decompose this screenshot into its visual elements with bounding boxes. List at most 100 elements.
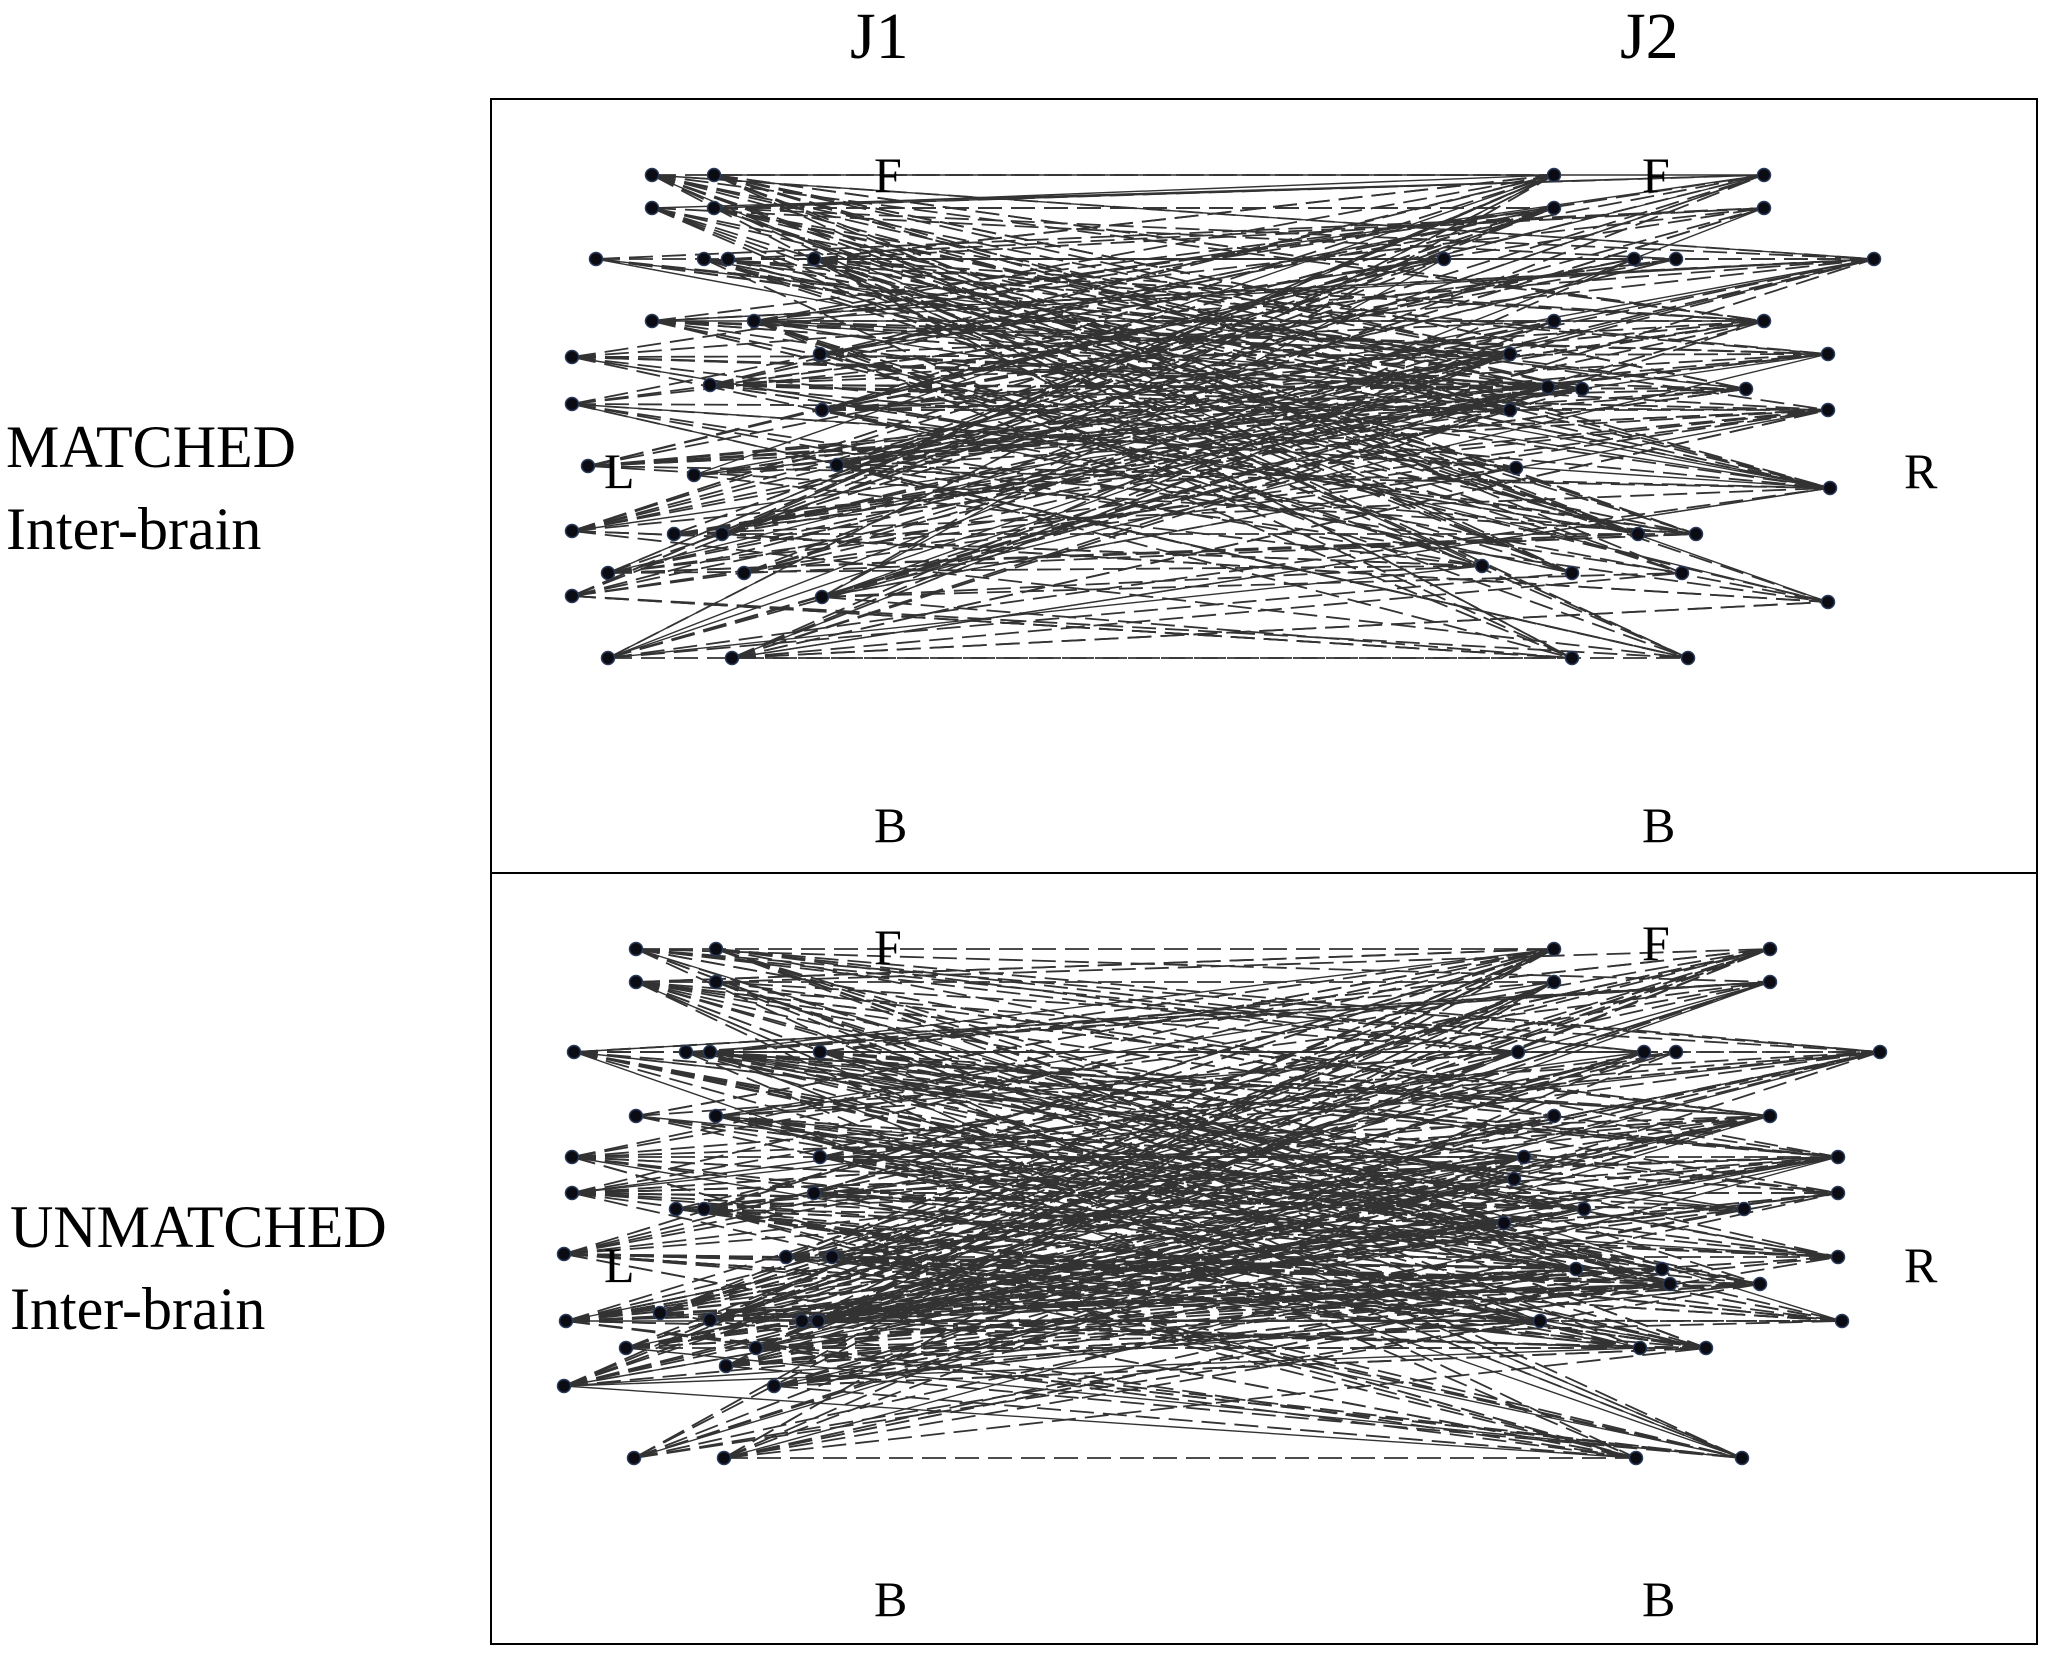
electrode-node	[652, 1305, 668, 1321]
inter-brain-connection	[651, 174, 1875, 260]
inter-brain-connection	[595, 258, 1511, 355]
inter-brain-connection	[813, 174, 1555, 260]
inter-brain-connection	[801, 1320, 1641, 1349]
electrode-node	[806, 1185, 822, 1201]
inter-brain-connection	[607, 207, 1765, 659]
inter-brain-connection	[635, 981, 1771, 1117]
electrode-node	[706, 200, 722, 216]
unmatched-panel: F F B B L R	[490, 872, 2038, 1645]
electrode-node	[708, 1108, 724, 1124]
inter-brain-connection	[821, 174, 1765, 411]
inter-brain-connection	[836, 388, 1583, 466]
electrode-node	[778, 1249, 794, 1265]
inter-brain-connection	[565, 1320, 1707, 1349]
inter-brain-connection	[625, 1115, 1771, 1349]
inter-brain-connection	[571, 1156, 1637, 1459]
inter-brain-connection	[635, 948, 1505, 1224]
inter-brain-connection	[721, 207, 1765, 535]
inter-brain-connection	[635, 948, 1743, 1459]
inter-brain-connection	[703, 1156, 1525, 1210]
electrode-node	[628, 1108, 644, 1124]
electrode-node	[814, 589, 830, 605]
inter-brain-connection	[633, 1192, 1839, 1459]
inter-brain-connection	[675, 1208, 1839, 1258]
electrode-node	[564, 1149, 580, 1165]
inter-brain-connection	[563, 1253, 1541, 1322]
inter-brain-connection	[709, 981, 1771, 1053]
inter-brain-connection	[713, 174, 1747, 390]
inter-brain-connection	[709, 1319, 1843, 1322]
inter-brain-connection	[715, 981, 1577, 1270]
electrode-node	[794, 1313, 810, 1329]
electrode-node	[1516, 1149, 1532, 1165]
inter-brain-connection	[813, 258, 1573, 574]
inter-brain-connection	[571, 1115, 1771, 1194]
inter-brain-connection	[753, 207, 1555, 322]
inter-brain-connection	[659, 981, 1555, 1314]
inter-brain-connection	[659, 1051, 1519, 1314]
inter-brain-connection	[819, 1051, 1881, 1158]
electrode-node	[626, 1450, 642, 1466]
electrode-node	[714, 526, 730, 542]
inter-brain-connection	[715, 948, 1839, 1158]
inter-brain-connection	[571, 1192, 1743, 1459]
inter-brain-connection	[836, 464, 1573, 659]
inter-brain-connection	[635, 948, 1707, 1349]
electrode-node	[1546, 1108, 1562, 1124]
inter-brain-connection	[571, 356, 1573, 574]
electrode-node	[724, 650, 740, 666]
electrode-node	[1822, 480, 1838, 496]
inter-brain-connection	[563, 1253, 1671, 1285]
inter-brain-connection	[713, 174, 1511, 411]
inter-brain-connection	[773, 1268, 1577, 1387]
electrode-node	[1630, 526, 1646, 542]
inter-brain-connection	[709, 948, 1555, 1053]
matched-nodes	[564, 167, 1882, 666]
inter-brain-connection	[755, 1347, 1743, 1459]
inter-brain-connection	[673, 388, 1747, 535]
electrode-node	[666, 526, 682, 542]
inter-brain-connection	[819, 1051, 1771, 1117]
electrode-node	[746, 313, 762, 329]
inter-brain-connection	[731, 572, 1683, 659]
j1-front-label: F	[874, 147, 902, 203]
electrode-node	[564, 523, 580, 539]
inter-brain-connection	[651, 320, 1583, 390]
inter-brain-connection	[635, 948, 1555, 1117]
electrode-node	[1546, 167, 1562, 183]
inter-brain-connection	[819, 1051, 1515, 1180]
inter-brain-connection	[821, 572, 1683, 598]
inter-brain-connection	[571, 1156, 1707, 1349]
electrode-node	[1502, 402, 1518, 418]
electrode-node	[1636, 1044, 1652, 1060]
row-label-matched: MATCHED Inter-brain	[6, 406, 296, 570]
inter-brain-connection	[571, 403, 1483, 567]
inter-brain-connection	[725, 1115, 1555, 1367]
electrode-node	[766, 1378, 782, 1394]
inter-brain-connection	[571, 948, 1555, 1158]
j1-front-label: F	[874, 919, 902, 975]
electrode-node	[736, 565, 752, 581]
inter-brain-connection	[587, 353, 1829, 467]
inter-brain-connection	[731, 487, 1831, 659]
inter-brain-connection	[587, 409, 1829, 467]
inter-brain-connection	[703, 258, 1573, 659]
electrode-node	[1820, 402, 1836, 418]
inter-brain-connection	[659, 1283, 1761, 1314]
inter-brain-connection	[633, 1256, 1839, 1459]
inter-brain-connection	[635, 981, 1743, 1459]
inter-brain-connection	[743, 386, 1549, 574]
inter-brain-connection	[651, 174, 1689, 659]
inter-brain-connection	[709, 258, 1677, 386]
electrode-node	[696, 251, 712, 267]
electrode-node	[812, 1044, 828, 1060]
inter-brain-connection	[723, 1051, 1645, 1459]
inter-brain-connection	[607, 487, 1831, 659]
inter-brain-connection	[709, 948, 1771, 1321]
inter-brain-connection	[675, 1115, 1555, 1210]
inter-brain-connection	[713, 174, 1573, 574]
electrode-node	[1762, 941, 1778, 957]
electrode-node	[1830, 1249, 1846, 1265]
electrode-node	[806, 251, 822, 267]
inter-brain-connection	[571, 595, 1573, 659]
